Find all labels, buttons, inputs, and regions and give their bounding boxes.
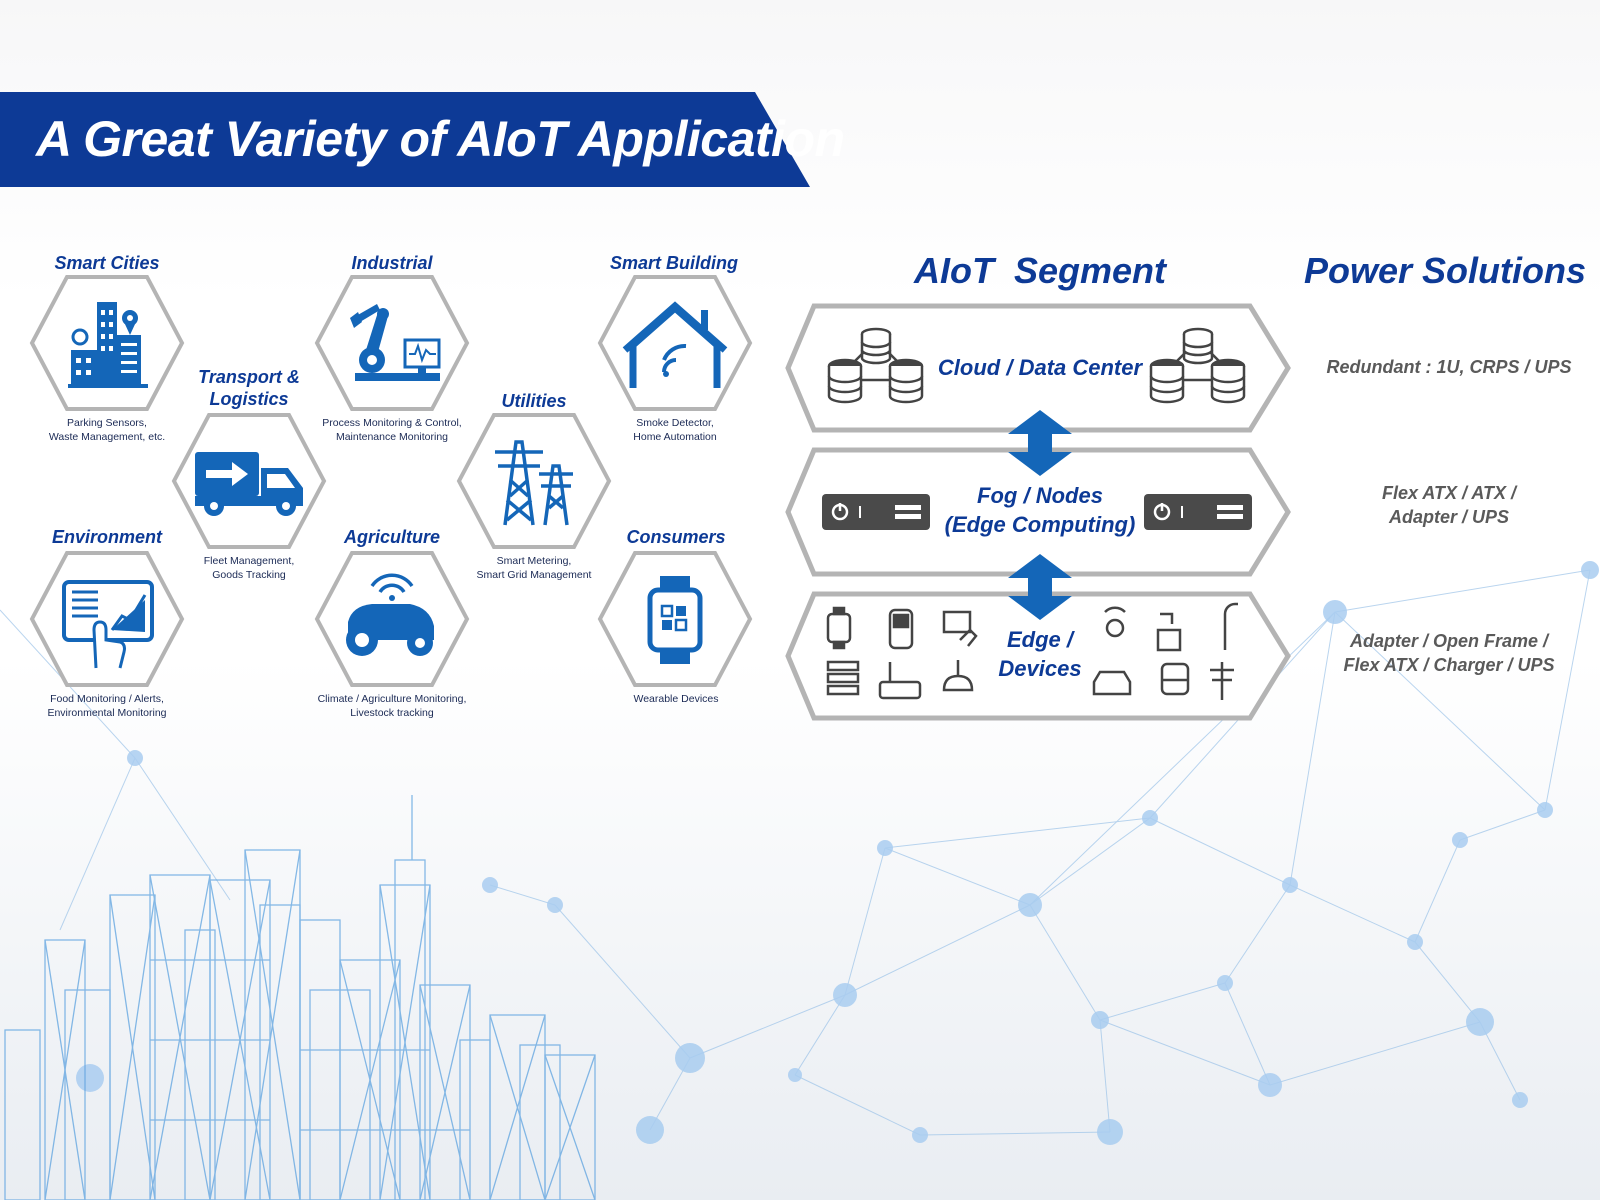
page-title: A Great Variety of AIoT Application xyxy=(36,111,845,167)
category-title-smart-cities: Smart Cities xyxy=(54,253,160,273)
smartwatch-icon xyxy=(647,576,703,664)
delivery-truck-icon xyxy=(195,452,303,516)
updown-arrow-icon xyxy=(1008,410,1072,620)
segment-label-cloud: Cloud / Data Center xyxy=(937,355,1143,380)
category-title-environment: Environment xyxy=(51,527,162,547)
fog-segment-shape xyxy=(785,447,1291,577)
category-desc-smart-building: Smoke Detector, Home Automation xyxy=(633,417,717,443)
edge-device-icons xyxy=(826,602,1238,700)
category-title-agriculture: Agriculture xyxy=(343,527,440,547)
category-desc-consumers: Wearable Devices xyxy=(633,693,719,705)
category-desc-smart-cities: Parking Sensors, Waste Management, etc. xyxy=(48,417,166,443)
city-buildings-icon xyxy=(68,302,148,388)
database-cluster-icon xyxy=(1149,327,1246,404)
category-desc-utilities: Smart Metering, Smart Grid Management xyxy=(476,555,592,581)
power-item-cloud: Redundant : 1U, CRPS / UPS xyxy=(1326,357,1572,377)
autonomous-tractor-icon xyxy=(346,573,434,656)
tablet-chart-icon xyxy=(62,580,154,669)
category-desc-environment: Food Monitoring / Alerts, Environmental … xyxy=(47,693,167,719)
power-item-edge: Adapter / Open Frame / Flex ATX / Charge… xyxy=(1343,631,1555,675)
category-desc-industrial: Process Monitoring & Control, Maintenanc… xyxy=(322,417,462,443)
category-title-consumers: Consumers xyxy=(626,527,726,547)
category-title-transport: Transport & Logistics xyxy=(198,367,300,409)
power-item-fog: Flex ATX / ATX / Adapter / UPS xyxy=(1381,483,1516,527)
power-heading: Power Solutions xyxy=(1303,250,1587,291)
database-cluster-icon xyxy=(827,327,924,404)
segment-label-fog: Fog / Nodes (Edge Computing) xyxy=(944,483,1136,537)
power-tower-icon xyxy=(495,440,573,526)
category-desc-transport: Fleet Management, Goods Tracking xyxy=(203,555,295,581)
category-title-smart-building: Smart Building xyxy=(609,253,738,273)
smart-home-icon xyxy=(622,301,728,388)
title-banner xyxy=(0,92,810,187)
category-desc-agriculture: Climate / Agriculture Monitoring, Livest… xyxy=(317,693,467,719)
category-title-utilities: Utilities xyxy=(501,391,567,411)
segment-label-edge: Edge / Devices xyxy=(998,627,1082,681)
category-title-industrial: Industrial xyxy=(351,253,433,273)
robot-arm-icon xyxy=(350,304,441,381)
segment-heading: AIoT Segment xyxy=(913,250,1167,291)
network-switch-icon xyxy=(822,494,1252,530)
